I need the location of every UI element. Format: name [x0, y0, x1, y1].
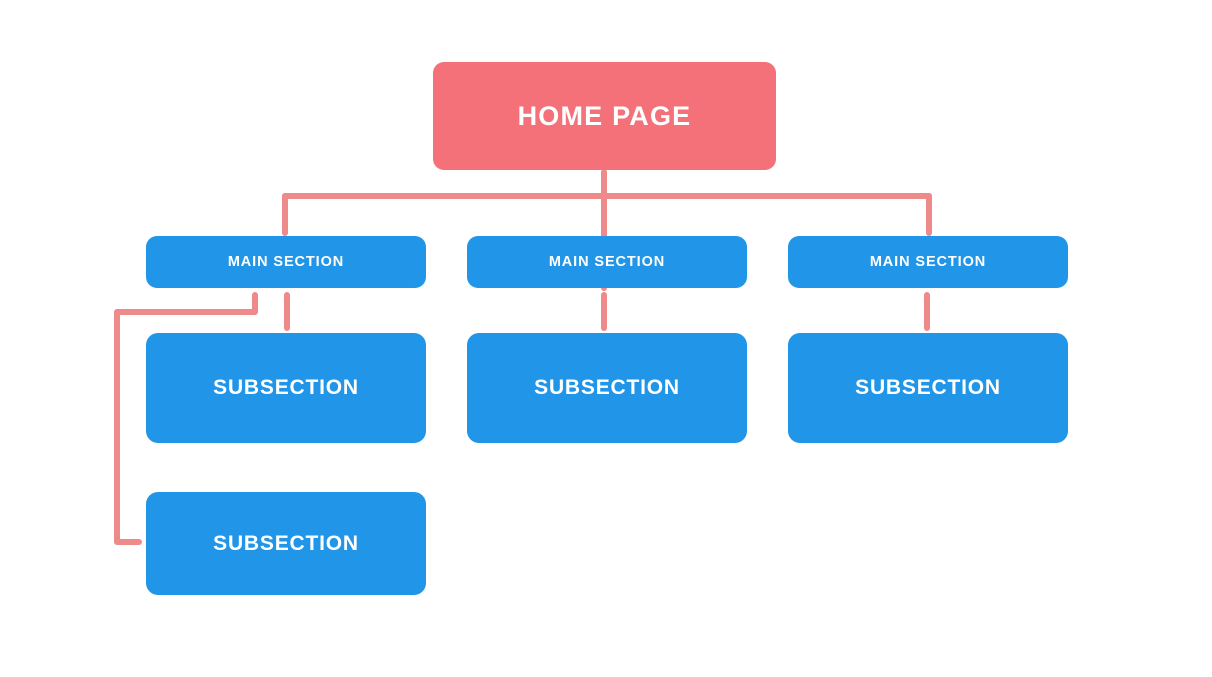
node-main-section-3-label: MAIN SECTION: [869, 254, 987, 270]
node-subsection-2-1-label: SUBSECTION: [534, 376, 680, 399]
node-main-section-1-label: MAIN SECTION: [227, 254, 345, 270]
node-subsection-1-1-label: SUBSECTION: [213, 376, 359, 399]
node-subsection-1-1[interactable]: SUBSECTION: [146, 333, 426, 443]
node-home-page-label: HOME PAGE: [517, 100, 692, 131]
node-main-section-2-label: MAIN SECTION: [548, 254, 666, 270]
node-main-section-3[interactable]: MAIN SECTION: [788, 236, 1068, 288]
node-main-section-1[interactable]: MAIN SECTION: [146, 236, 426, 288]
node-subsection-1-2[interactable]: SUBSECTION: [146, 492, 426, 595]
node-subsection-2-1[interactable]: SUBSECTION: [467, 333, 747, 443]
node-home-page[interactable]: HOME PAGE: [433, 62, 776, 170]
node-main-section-2[interactable]: MAIN SECTION: [467, 236, 747, 288]
node-subsection-3-1-label: SUBSECTION: [855, 376, 1001, 399]
node-subsection-1-2-label: SUBSECTION: [213, 531, 359, 555]
node-subsection-3-1[interactable]: SUBSECTION: [788, 333, 1068, 443]
